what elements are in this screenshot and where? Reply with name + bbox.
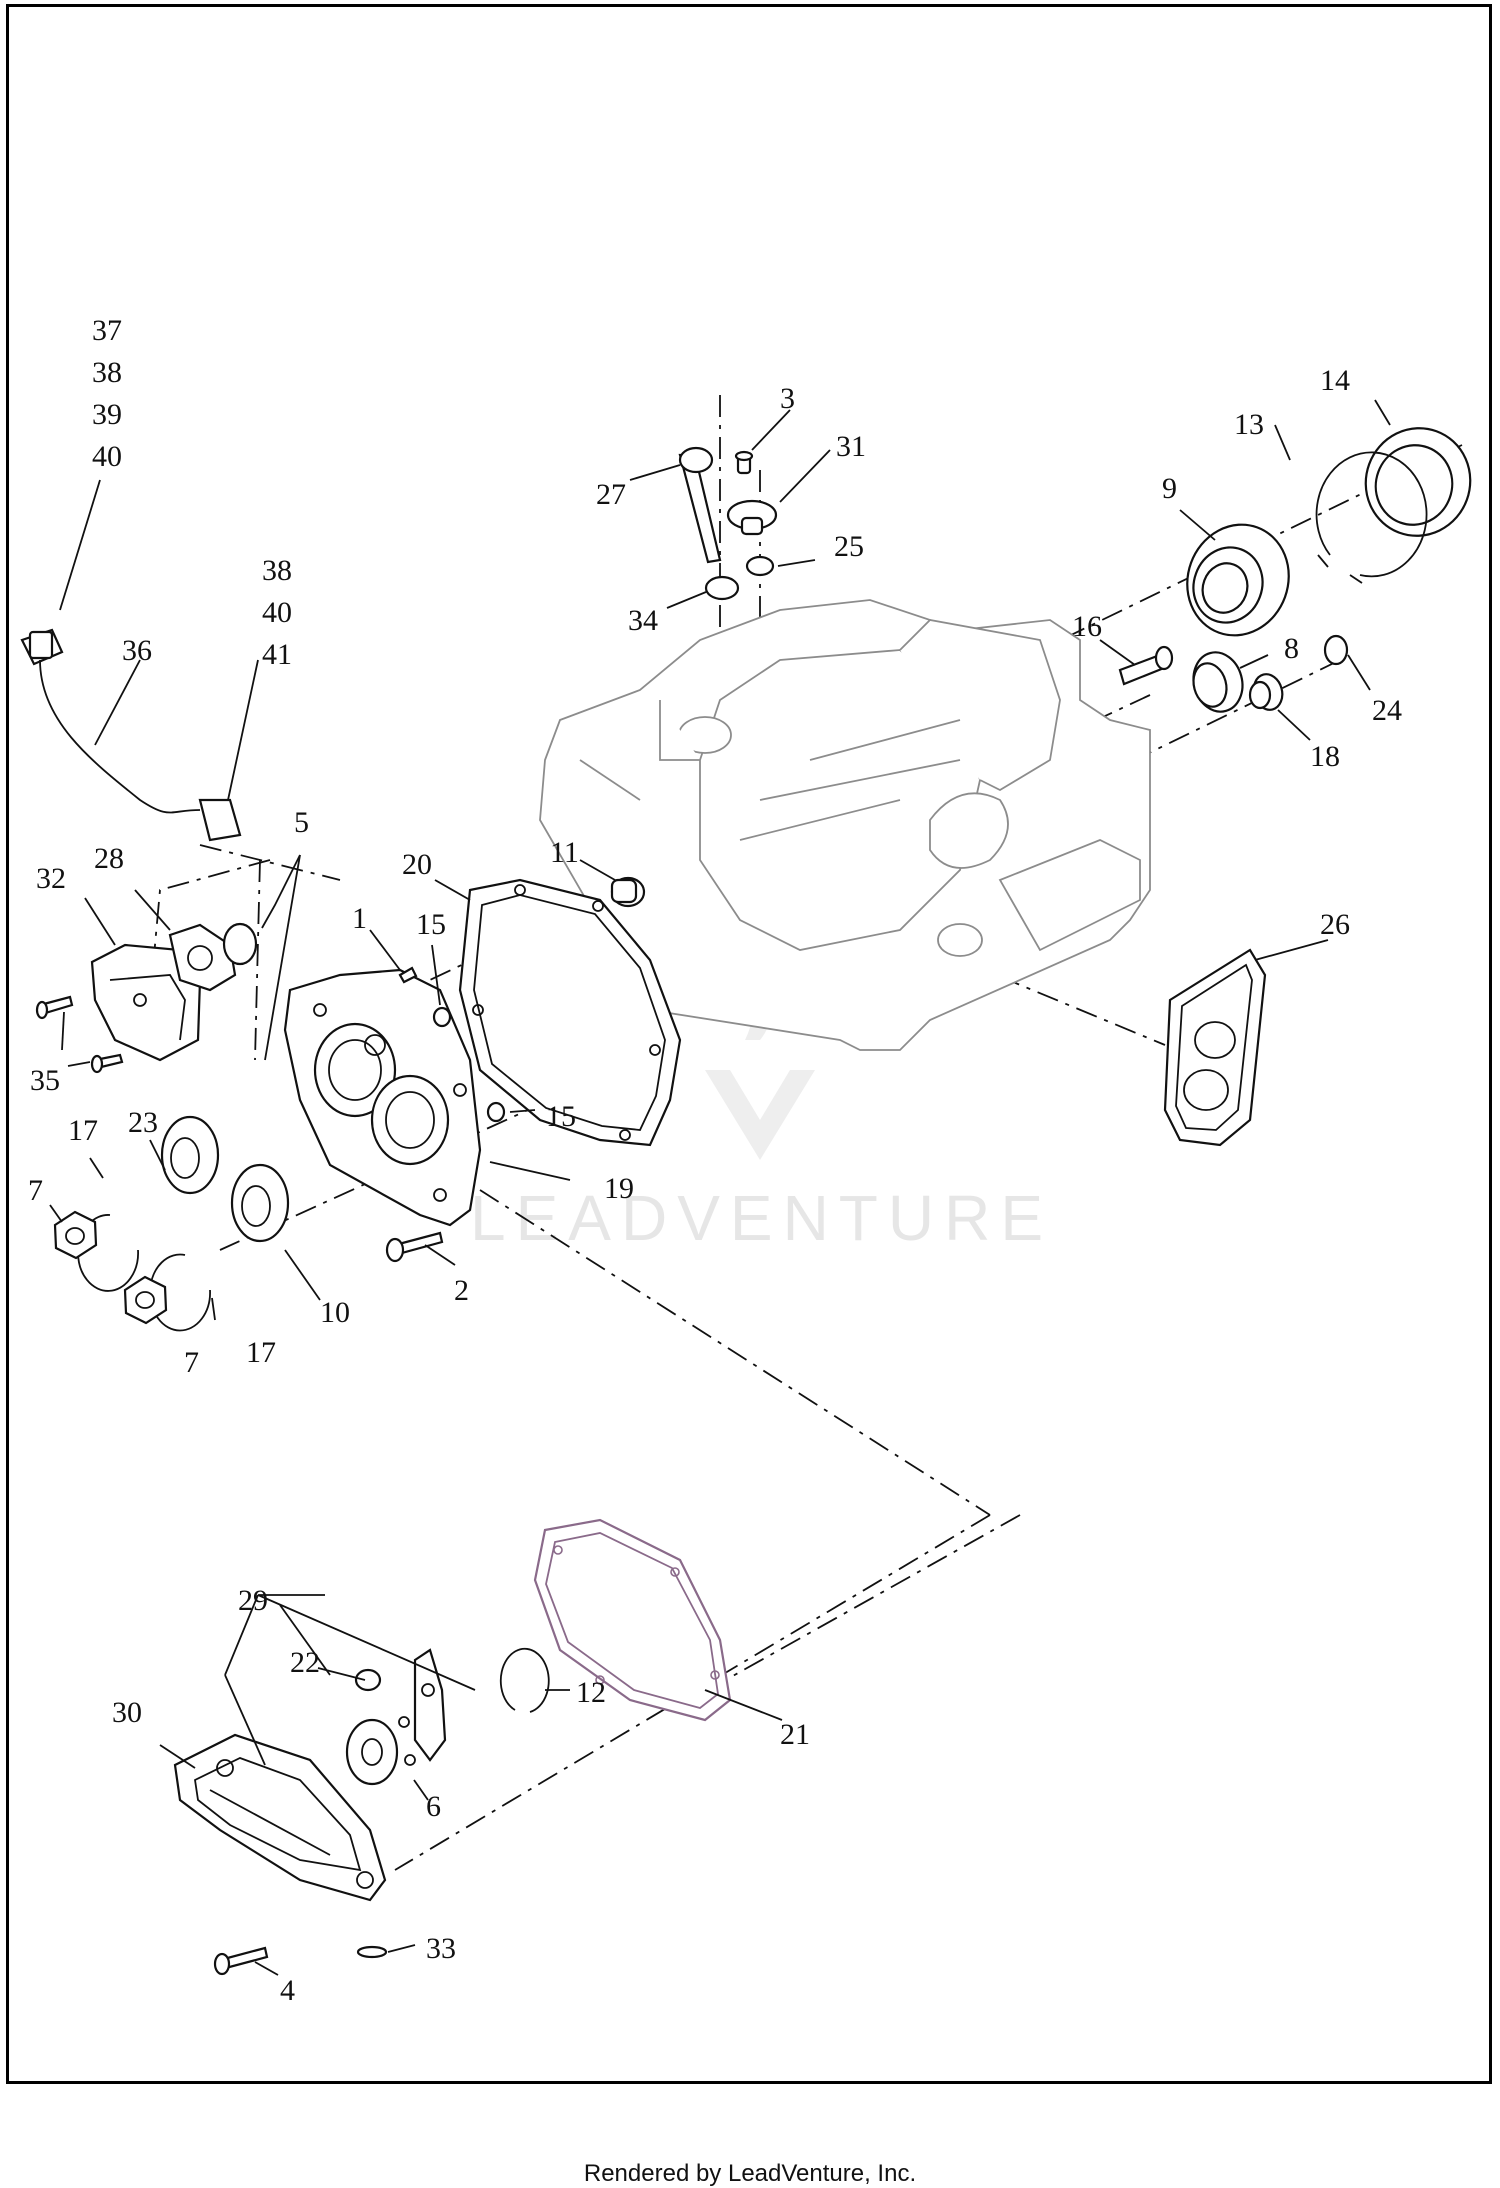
- callout-39: 39: [92, 398, 122, 431]
- screw-3: [734, 450, 754, 475]
- callout-7: 7: [28, 1174, 43, 1207]
- callout-19: 19: [604, 1172, 634, 1205]
- callout-7: 7: [184, 1346, 199, 1379]
- callout-4: 4: [280, 1974, 295, 2007]
- callout-38: 38: [262, 554, 292, 587]
- callout-33: 33: [426, 1932, 456, 1965]
- retaining-ring-13: [1315, 451, 1428, 584]
- callout-28: 28: [94, 842, 124, 875]
- transmission-cover-30: [173, 1733, 387, 1902]
- callout-40: 40: [262, 596, 292, 629]
- clutch-mechanism-29: [345, 1648, 447, 1786]
- o-ring-34: [704, 575, 740, 601]
- callout-31: 31: [836, 430, 866, 463]
- bearing-23: [160, 1115, 220, 1195]
- callout-18: 18: [1310, 740, 1340, 773]
- needle-bearing-8: [1192, 651, 1244, 713]
- watermark: LEADVENTURE: [470, 980, 1053, 1254]
- callout-24: 24: [1372, 694, 1402, 727]
- bolt-16: [1118, 645, 1174, 686]
- gasket-21: [533, 1518, 732, 1722]
- callout-13: 13: [1234, 408, 1264, 441]
- plug-31: [726, 499, 778, 536]
- dowel-18: [1248, 673, 1284, 711]
- support-plate-19: [283, 968, 482, 1227]
- callout-17: 17: [246, 1336, 276, 1369]
- callout-25: 25: [834, 530, 864, 563]
- callout-3: 3: [780, 382, 795, 415]
- watermark-logo: [705, 980, 815, 1160]
- sensor-harness-36: [20, 628, 242, 842]
- sensor-housing-32: [90, 943, 202, 1062]
- bearing-9: [1186, 523, 1290, 637]
- callout-15: 15: [546, 1100, 576, 1133]
- screws-35: [35, 995, 124, 1074]
- callout-5: 5: [294, 806, 309, 839]
- callout-10: 10: [320, 1296, 350, 1329]
- retaining-ring-17b: [149, 1253, 211, 1332]
- callout-15: 15: [416, 908, 446, 941]
- leader-lines: [49, 399, 1391, 1976]
- callout-14: 14: [1320, 364, 1350, 397]
- spring-pin-1: [398, 966, 418, 984]
- nut-7a: [53, 1210, 98, 1260]
- o-ring-33: [356, 1945, 388, 1959]
- retaining-ring-12: [499, 1647, 550, 1713]
- callout-30: 30: [112, 1696, 142, 1729]
- watermark-text: LEADVENTURE: [470, 1182, 1053, 1254]
- gasket-20: [458, 878, 682, 1147]
- callout-26: 26: [1320, 908, 1350, 941]
- o-ring-5: [222, 922, 258, 966]
- callout-23: 23: [128, 1106, 158, 1139]
- callout-17: 17: [68, 1114, 98, 1147]
- crankcase-housing: [539, 599, 1151, 1051]
- callout-labels: 37 38 39 40 38 40 41 36 5 32 28 1 15 15 …: [28, 314, 1402, 2007]
- callout-21: 21: [780, 1718, 810, 1751]
- callout-brackets: [224, 1594, 476, 1766]
- callout-6: 6: [426, 1790, 441, 1823]
- callout-37: 37: [92, 314, 122, 347]
- bolt-4: [213, 1946, 269, 1976]
- bolt-2: [385, 1231, 444, 1263]
- callout-32: 32: [36, 862, 66, 895]
- nut-7b: [123, 1275, 168, 1325]
- dipstick-27: [678, 446, 722, 564]
- callout-35: 35: [30, 1064, 60, 1097]
- callout-34: 34: [628, 604, 658, 637]
- callout-22: 22: [290, 1646, 320, 1679]
- callout-40: 40: [92, 440, 122, 473]
- callout-27: 27: [596, 478, 626, 511]
- callout-1: 1: [352, 902, 367, 935]
- callout-9: 9: [1162, 472, 1177, 505]
- gasket-26: [1163, 948, 1267, 1147]
- callout-2: 2: [454, 1274, 469, 1307]
- callout-20: 20: [402, 848, 432, 881]
- callout-12: 12: [576, 1676, 606, 1709]
- callout-11: 11: [550, 836, 579, 869]
- dowel-11: [610, 876, 646, 908]
- sensor-28: [168, 923, 237, 992]
- callout-36: 36: [122, 634, 152, 667]
- dowels-15: [432, 1006, 506, 1123]
- callout-8: 8: [1284, 632, 1299, 665]
- o-ring-25: [745, 555, 775, 577]
- diagram-frame: [6, 4, 1492, 2084]
- footer-credit: Rendered by LeadVenture, Inc.: [583, 2160, 917, 2187]
- seal-24: [1323, 634, 1349, 666]
- bearing-10: [230, 1163, 290, 1243]
- callout-29: 29: [238, 1584, 268, 1617]
- callout-41: 41: [262, 638, 292, 671]
- callout-38: 38: [92, 356, 122, 389]
- callout-16: 16: [1072, 610, 1102, 643]
